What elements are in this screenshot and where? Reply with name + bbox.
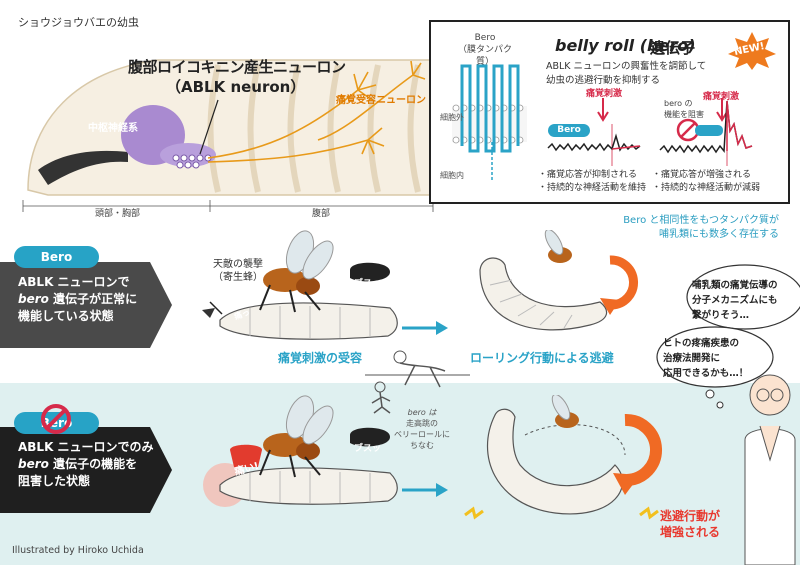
result-normal-line2: ・持続的な神経活動を維持 bbox=[538, 183, 647, 193]
normal-state-line2: bero 遺伝子が正常に bbox=[18, 291, 172, 308]
blocked-state-line1: ABLK ニューロンでのみ bbox=[18, 440, 154, 454]
result-blocked: ・痛覚応答が増強される ・持続的な神経活動が減弱 bbox=[652, 169, 760, 195]
neuron-subtitle: （ABLK neuron） bbox=[166, 78, 306, 96]
thought-bubbles bbox=[656, 264, 800, 409]
thought-bubble-1-line3: 繋がりそう… bbox=[692, 310, 750, 321]
head-thorax-label: 頭部・胸部 bbox=[95, 209, 141, 219]
bero-note-line4: ちなむ bbox=[410, 441, 434, 450]
homolog-note-line2: 哺乳類にも数多く存在する bbox=[659, 229, 779, 240]
abdomen-label: 腹部 bbox=[312, 209, 331, 219]
larva-anatomy-illustration bbox=[22, 59, 438, 212]
bero-note-line3: ベリーロールに bbox=[394, 430, 450, 439]
blocked-state-line2-rest: 遺伝子の機能を bbox=[48, 457, 138, 471]
extracellular-label: 細胞外 bbox=[440, 113, 464, 122]
neural-activity-traces bbox=[547, 98, 753, 166]
larva-rolling-enhanced bbox=[464, 395, 662, 520]
scientist-illustration bbox=[744, 374, 796, 565]
result-normal: ・痛覚応答が抑制される ・持続的な神経活動を維持 bbox=[538, 169, 646, 195]
attack-label: 天敵の襲撃 （寄生蜂） bbox=[198, 258, 278, 284]
pain-neuron-label: 痛覚受容ニューロン bbox=[336, 95, 426, 106]
blocked-state-line2: bero 遺伝子の機能を bbox=[18, 456, 172, 473]
thought-bubble-2: ヒトの疼痛疾患の 治療法開発に 応用できるかも…！ bbox=[663, 336, 768, 381]
figure-title: ショウジョウバエの幼虫 bbox=[18, 16, 139, 29]
caption-escape-enhanced: 逃避行動が 増強される bbox=[655, 508, 725, 540]
bero-block-label: bero の 機能を阻害 bbox=[664, 98, 704, 120]
stimulus-label-blocked: 痛覚刺激 bbox=[703, 92, 740, 102]
prohibited-icon bbox=[41, 404, 71, 434]
normal-state-line2-rest: 遺伝子が正常に bbox=[48, 292, 138, 306]
high-jump-illustration bbox=[365, 350, 470, 414]
bero-block-line1: bero の bbox=[664, 99, 693, 108]
normal-state-line3: 機能している状態 bbox=[18, 309, 114, 323]
thought-bubble-2-line1: ヒトの疼痛疾患の bbox=[663, 338, 740, 349]
gene-description: ABLK ニューロンの興奮性を調節して 幼虫の逃避行動を抑制する bbox=[546, 60, 746, 88]
bero-pill: Bero bbox=[548, 124, 590, 137]
result-blocked-line1: ・痛覚応答が増強される bbox=[652, 170, 752, 180]
blocked-state-panel: ABLK ニューロンでのみ bero 遺伝子の機能を 阻害した状態 bbox=[0, 427, 172, 513]
caption-escape-line2: 増強される bbox=[659, 525, 720, 539]
gene-name-italic: bero bbox=[18, 292, 49, 306]
neuron-title: 腹部ロイコキニン産生ニューロン bbox=[128, 58, 346, 76]
sound-effect-puss-2: ブスッ bbox=[354, 444, 382, 454]
larva-rolling-normal bbox=[479, 230, 638, 331]
new-badge-shape bbox=[728, 32, 776, 70]
intracellular-label: 細胞内 bbox=[440, 171, 464, 180]
arrow-right-icon bbox=[402, 321, 448, 335]
result-normal-line1: ・痛覚応答が抑制される bbox=[538, 170, 638, 180]
normal-state-panel: ABLK ニューロンで bero 遺伝子が正常に 機能している状態 bbox=[0, 262, 172, 348]
thought-bubble-2-line3: 応用できるかも…！ bbox=[663, 368, 749, 379]
illustration-credit: Illustrated by Hiroko Uchida bbox=[12, 545, 144, 556]
gene-title-italic: belly roll (bero) bbox=[555, 36, 696, 55]
thought-bubble-1: 哺乳類の痛覚伝導の 分子メカニズムにも 繋がりそう… bbox=[692, 278, 792, 323]
sound-effect-puss-1: ブスッ bbox=[354, 279, 382, 289]
wasp-attack-blocked bbox=[203, 395, 398, 507]
caption-pain-reception: 痛覚刺激の受容 bbox=[278, 351, 363, 365]
cns-label: 中枢神経系 bbox=[88, 123, 138, 134]
bero-block-line2: 機能を阻害 bbox=[664, 110, 704, 119]
membrane-protein-illustration bbox=[452, 64, 527, 181]
bero-name-origin-note: bero は 走高跳の ベリーロールに ちなむ bbox=[392, 407, 452, 451]
bero-note-line2: 走高跳の bbox=[406, 419, 438, 428]
attack-label-line1: 天敵の襲撃 bbox=[213, 259, 263, 270]
thought-bubble-1-line1: 哺乳類の痛覚伝導の bbox=[692, 280, 778, 291]
blocked-state-line3: 阻害した状態 bbox=[18, 474, 91, 488]
arrow-right-icon bbox=[402, 483, 448, 497]
attack-label-line2: （寄生蜂） bbox=[213, 272, 263, 283]
caption-rolling-escape: ローリング行動による逃避 bbox=[470, 351, 614, 365]
bero-tag-normal: Bero bbox=[14, 246, 99, 268]
bero-protein-label: Bero （膜タンパク質） bbox=[455, 32, 515, 68]
normal-state-line1: ABLK ニューロンで bbox=[18, 275, 130, 289]
homolog-note: Bero と相同性をもつタンパク質が 哺乳類にも数多く存在する bbox=[614, 214, 779, 242]
thought-bubble-2-line2: 治療法開発に bbox=[663, 353, 721, 364]
thought-bubble-1-line2: 分子メカニズムにも bbox=[692, 295, 778, 306]
bero-protein-type: （膜タンパク質） bbox=[457, 45, 512, 67]
caption-escape-line1: 逃避行動が bbox=[659, 509, 720, 523]
bero-protein-name: Bero bbox=[474, 33, 496, 43]
gene-description-line1: ABLK ニューロンの興奮性を調節して bbox=[546, 61, 707, 72]
wasp-attack-normal bbox=[202, 230, 398, 340]
stimulus-label-normal: 痛覚刺激 bbox=[586, 89, 623, 99]
gene-description-line2: 幼虫の逃避行動を抑制する bbox=[546, 75, 661, 86]
bero-note-line1: bero は bbox=[407, 408, 437, 417]
homolog-note-line1: Bero と相同性をもつタンパク質が bbox=[623, 215, 779, 226]
gene-name-italic: bero bbox=[18, 457, 49, 471]
result-blocked-line2: ・持続的な神経活動が減弱 bbox=[652, 183, 761, 193]
gene-title-suffix: 遺伝子 bbox=[650, 39, 696, 57]
